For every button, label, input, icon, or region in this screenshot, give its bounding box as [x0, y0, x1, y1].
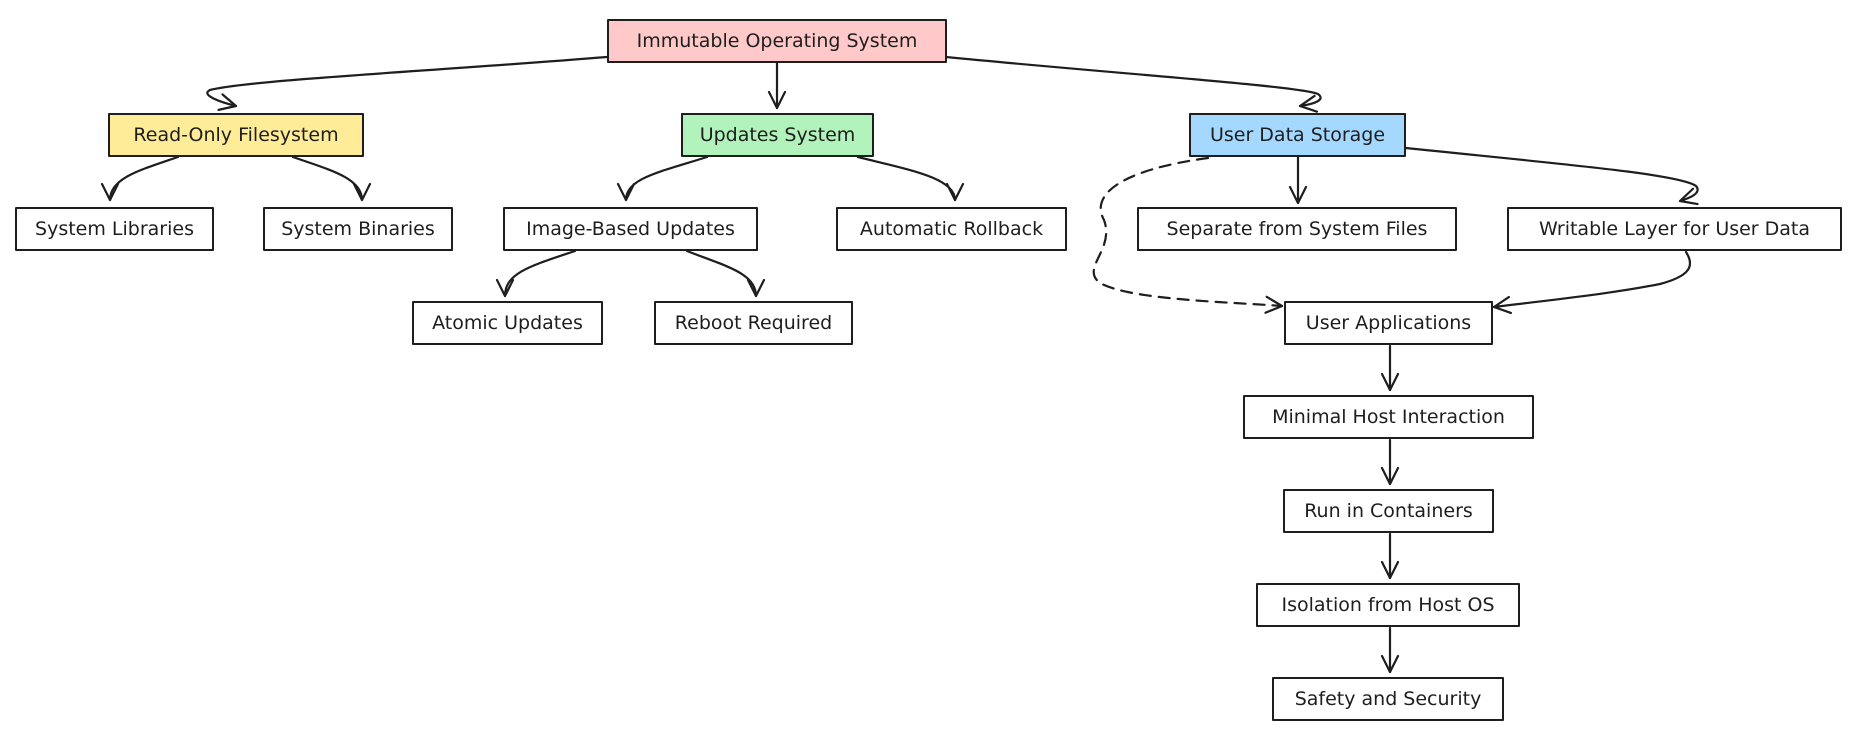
edge-image-based-reboot — [685, 249, 756, 298]
node-updates-system: Updates System — [681, 113, 874, 157]
edge-readonly-fs-system-libraries — [110, 155, 180, 202]
edge-updates-image-based — [626, 155, 709, 202]
node-run-in-containers: Run in Containers — [1283, 489, 1494, 533]
node-user-applications: User Applications — [1284, 301, 1493, 345]
node-immutable-operating-system: Immutable Operating System — [607, 19, 947, 63]
node-system-binaries: System Binaries — [263, 207, 453, 251]
node-isolation-from-host-os: Isolation from Host OS — [1256, 583, 1520, 627]
node-minimal-host-interaction: Minimal Host Interaction — [1243, 395, 1534, 439]
node-atomic-updates: Atomic Updates — [412, 301, 603, 345]
edge-readonly-fs-system-binaries — [291, 155, 362, 202]
edge-updates-rollback — [856, 155, 955, 202]
node-read-only-filesystem: Read-Only Filesystem — [108, 113, 364, 157]
edge-root-user-data-storage — [944, 55, 1322, 106]
node-user-data-storage: User Data Storage — [1189, 113, 1406, 157]
edge-user-data-writable — [1404, 146, 1698, 201]
edge-image-based-atomic — [505, 249, 577, 298]
node-image-based-updates: Image-Based Updates — [503, 207, 758, 251]
edge-user-data-user-applications — [1092, 156, 1284, 306]
node-automatic-rollback: Automatic Rollback — [836, 207, 1067, 251]
node-system-libraries: System Libraries — [15, 207, 214, 251]
edge-writable-user-applications — [1492, 250, 1692, 307]
node-writable-layer-for-user-data: Writable Layer for User Data — [1507, 207, 1842, 251]
node-reboot-required: Reboot Required — [654, 301, 853, 345]
node-safety-and-security: Safety and Security — [1272, 677, 1504, 721]
edge-root-readonly-fs — [206, 55, 609, 106]
node-separate-from-system-files: Separate from System Files — [1137, 207, 1457, 251]
